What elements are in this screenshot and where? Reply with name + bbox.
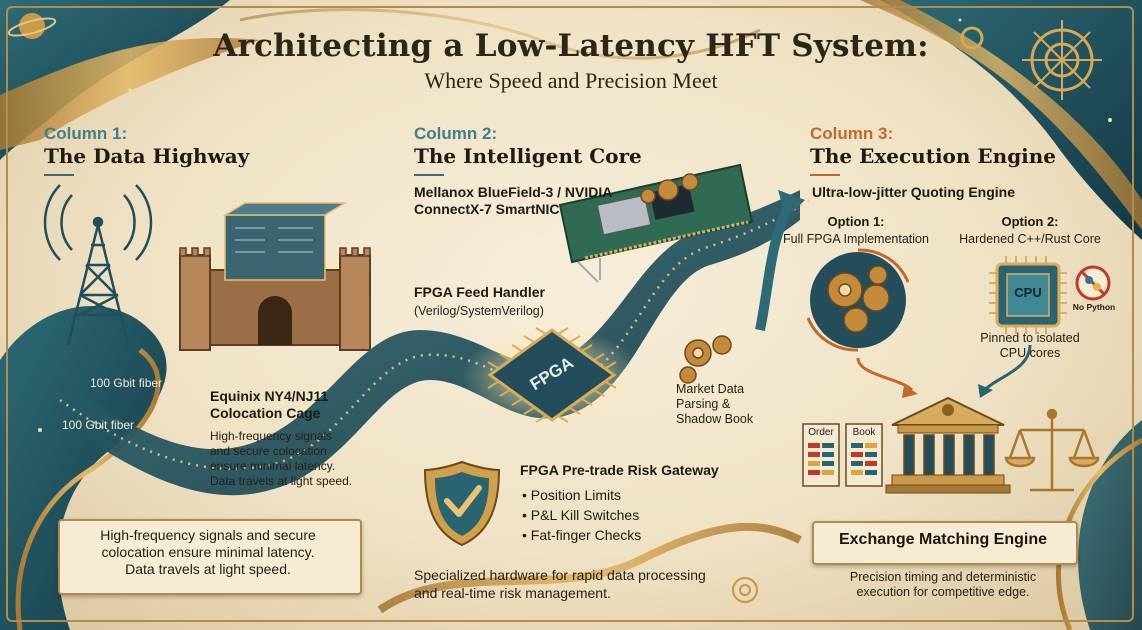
risk-item: • P&L Kill Switches — [522, 507, 640, 523]
radio-tower-icon — [43, 184, 153, 346]
option1-desc: Full FPGA Implementation — [783, 232, 929, 246]
column2-footer: Specialized hardware for rapid data proc… — [414, 567, 706, 601]
book-label: Book — [852, 427, 876, 438]
exchange-scroll — [812, 521, 1078, 565]
page-subtitle: Where Speed and Precision Meet — [424, 68, 718, 93]
order-label: Order — [808, 427, 834, 438]
column3-label: Column 3: — [810, 124, 894, 143]
arrow-option2 — [983, 344, 1032, 392]
risk-item: • Fat-finger Checks — [522, 527, 642, 543]
column3-footer: Precision timing and deterministic execu… — [849, 570, 1037, 599]
no-python-icon — [1075, 265, 1111, 301]
column1-label: Column 1: — [44, 124, 128, 143]
shield-icon — [423, 460, 501, 547]
column1-scroll — [58, 519, 362, 595]
column1-rule — [44, 174, 74, 176]
option2-title: Option 2: — [1001, 214, 1059, 229]
colocation-title: Equinix NY4/NJ11 Colocation Cage — [210, 388, 329, 421]
fiber-label-2: 100 Gbit fiber — [62, 418, 135, 432]
column1-scroll-text: High-frequency signals and secure coloca… — [100, 527, 316, 577]
column3-heading: The Execution Engine — [810, 144, 1057, 168]
fiber-label-1: 100 Gbit fiber — [90, 376, 163, 390]
fpga-feed-title: FPGA Feed Handler — [414, 284, 545, 300]
corner-swoosh-top-left — [0, 0, 230, 160]
scales-icon — [1004, 408, 1100, 492]
column2-label: Column 2: — [414, 124, 498, 143]
column1-heading: The Data Highway — [44, 144, 250, 168]
fortress-icon — [179, 202, 371, 351]
option1-title: Option 1: — [827, 214, 885, 229]
planet-icon — [7, 13, 57, 39]
swirl-bottom-left — [0, 306, 167, 630]
fpga-gear-cluster-icon — [806, 248, 910, 352]
colocation-desc: High-frequency signals and secure coloca… — [210, 429, 353, 488]
stars — [38, 18, 1112, 432]
pinned-cores-label: Pinned to isolated CPU cores — [980, 331, 1080, 360]
gears-icon — [679, 335, 732, 384]
data-river — [60, 190, 800, 496]
risk-list: • Position Limits • P&L Kill Switches • … — [522, 485, 641, 545]
exchange-building-icon — [885, 396, 1011, 494]
risk-gateway-title: FPGA Pre-trade Risk Gateway — [520, 462, 719, 478]
no-python-label: No Python — [1072, 302, 1116, 312]
cpu-chip-text: CPU — [1014, 285, 1042, 300]
cpu-chip-icon — [989, 256, 1067, 334]
option2-desc: Hardened C++/Rust Core — [959, 232, 1101, 246]
column2-rule — [414, 174, 444, 176]
fpga-chip-icon — [462, 327, 642, 427]
quoting-engine-label: Ultra-low-jitter Quoting Engine — [812, 184, 1015, 200]
column3-rule — [810, 174, 840, 176]
smartnic-card-icon — [558, 163, 754, 283]
smartnic-label: Mellanox BlueField-3 / NVIDIA ConnectX-7… — [414, 184, 613, 217]
arrow-option1 — [856, 357, 914, 392]
market-data-label: Market Data Parsing & Shadow Book — [676, 382, 754, 426]
order-book-ledgers-icon — [802, 423, 883, 487]
page-title: Architecting a Low-Latency HFT System: — [213, 28, 929, 64]
gear-cluster-top-right — [960, 20, 1102, 100]
gear-bottom-icon — [732, 577, 758, 603]
fpga-feed-sub: (Verilog/SystemVerilog) — [414, 304, 544, 318]
exchange-matching-engine-label: Exchange Matching Engine — [838, 531, 1048, 548]
column2-heading: The Intelligent Core — [414, 144, 642, 168]
risk-item: • Position Limits — [522, 487, 622, 503]
